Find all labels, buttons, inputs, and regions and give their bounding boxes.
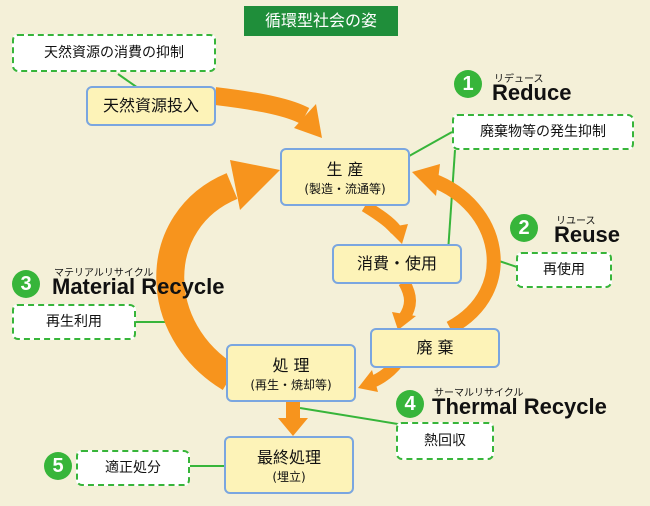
thermal-recycle-label: Thermal Recycle — [432, 394, 607, 419]
arrowhead-consumption — [386, 224, 408, 244]
note-reuse: 再使用 — [516, 252, 612, 288]
reduce-reading: リデュース — [494, 74, 544, 85]
badge-5: 5 — [44, 452, 72, 480]
final-disposal-box: 最終処理 (埋立) — [224, 436, 354, 494]
natural-resources-input-box: 天然資源投入 — [86, 86, 216, 126]
arrow-material-recycle-loop — [156, 173, 238, 390]
arrowhead-disposal — [392, 312, 416, 330]
arrowhead-input — [294, 104, 322, 138]
disposal-box: 廃 棄 — [370, 328, 500, 368]
consumption-box: 消費・使用 — [332, 244, 462, 284]
thermal-recycle-reading: サーマルリサイクル — [434, 388, 524, 399]
arrow-production-to-consumption — [361, 200, 401, 234]
note-suppress-waste: 廃棄物等の発生抑制 — [452, 114, 634, 150]
note-thermal-recycle: 熱回収 — [396, 422, 494, 460]
diagram-title: 循環型社会の姿 — [244, 6, 398, 36]
disposal-label: 廃 棄 — [416, 338, 454, 357]
connector-thermal-recycle — [299, 407, 411, 427]
arrow-input-to-production — [213, 87, 310, 125]
treatment-label: 処 理 — [272, 356, 310, 375]
badge-3: 3 — [12, 270, 40, 298]
badge-2: 2 — [510, 214, 538, 242]
arrowhead-material-recycle — [230, 160, 280, 210]
arrow-consumption-to-disposal — [398, 279, 416, 322]
consumption-label: 消費・使用 — [356, 254, 437, 273]
note-suppress-natural-resources: 天然資源の消費の抑制 — [12, 34, 216, 72]
production-label: 生 産 — [326, 160, 364, 179]
production-box: 生 産 (製造・流通等) — [280, 148, 410, 206]
arrowhead-reuse — [412, 164, 440, 196]
badge-1: 1 — [454, 70, 482, 98]
arrowhead-treatment — [358, 370, 378, 392]
treatment-sublabel: (再生・焼却等) — [250, 378, 332, 392]
connector-suppress-waste — [401, 131, 453, 161]
arrow-treatment-to-final — [286, 402, 300, 420]
arrowhead-final — [278, 418, 308, 436]
note-material-recycle: 再生利用 — [12, 304, 136, 340]
natural-resources-input-label: 天然資源投入 — [102, 96, 199, 115]
note-proper-disposal: 適正処分 — [76, 450, 190, 486]
material-recycle-reading: マテリアルリサイクル — [54, 268, 154, 279]
badge-4: 4 — [396, 390, 424, 418]
material-recycle-label: Material Recycle — [52, 274, 225, 299]
production-sublabel: (製造・流通等) — [304, 182, 386, 196]
reuse-label: Reuse — [554, 222, 621, 247]
final-disposal-label: 最終処理 — [256, 448, 321, 467]
reduce-label: Reduce — [492, 80, 572, 105]
final-disposal-sublabel: (埋立) — [272, 470, 306, 484]
connector-suppress-natural-resources — [117, 73, 139, 89]
treatment-box: 処 理 (再生・焼却等) — [226, 344, 356, 402]
reuse-reading: リユース — [556, 216, 596, 227]
connector-suppress-consumption — [447, 149, 456, 253]
arrow-reuse-loop — [429, 173, 501, 335]
